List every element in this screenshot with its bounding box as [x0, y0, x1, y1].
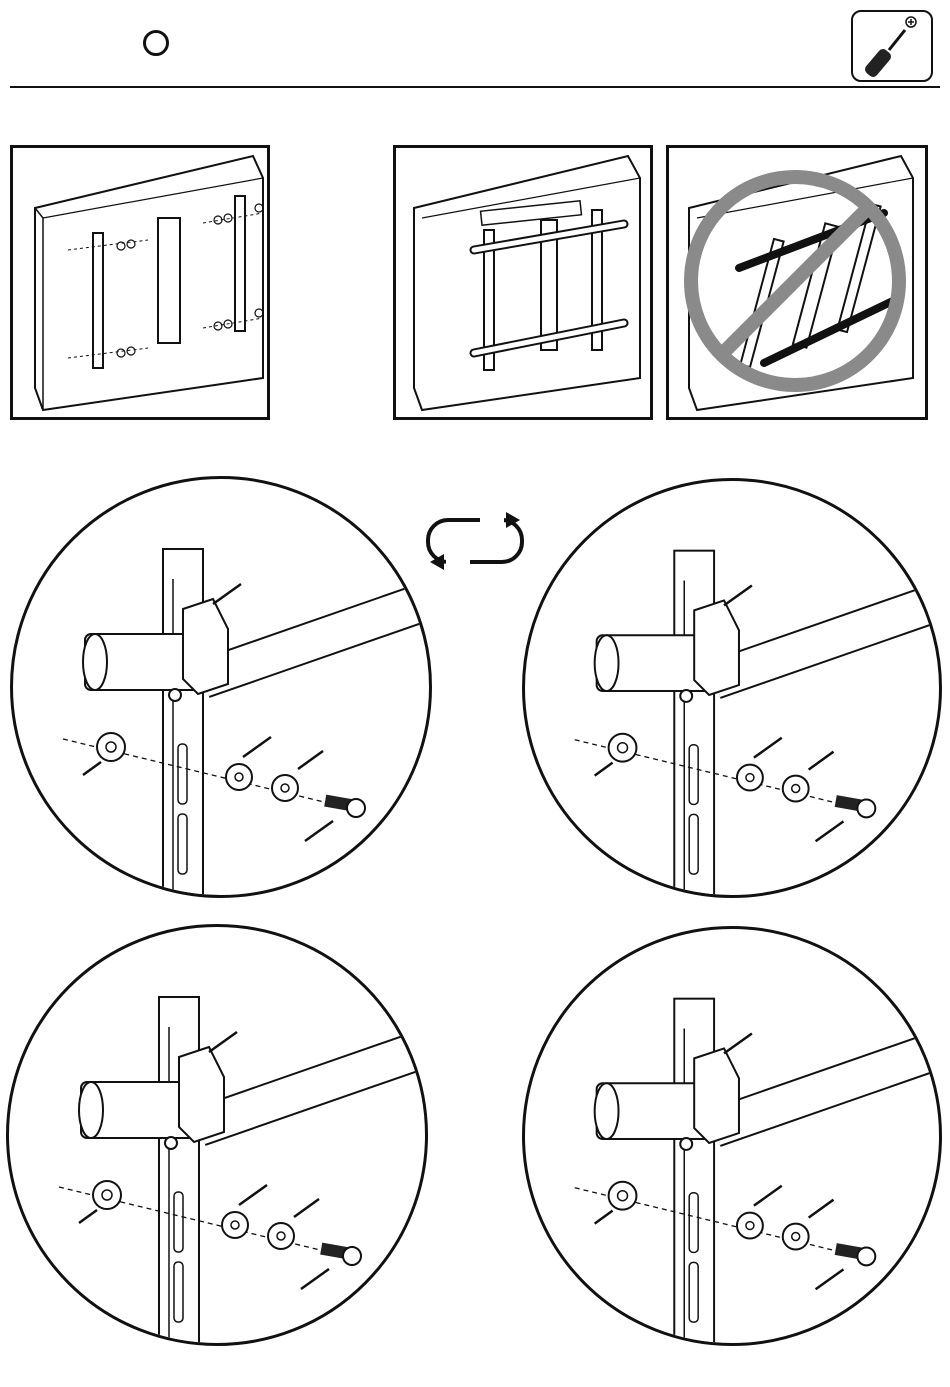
assembled-incorrect-panel [666, 145, 928, 420]
detail-top-left [10, 476, 432, 898]
detail-bottom-right [522, 926, 942, 1346]
assembled-bracket-assembly-icon [396, 148, 650, 417]
detail-top-right [522, 478, 942, 898]
bracket-hardware-stack-icon [525, 481, 939, 895]
tool-box [851, 10, 933, 82]
bracket-hardware-stack-icon [13, 479, 429, 895]
bracket-hardware-stack-icon [9, 927, 425, 1343]
assembled-correct-panel [393, 145, 653, 420]
header-rule [10, 86, 940, 88]
exploded-bracket-assembly-icon [13, 148, 267, 417]
exploded-view-panel [10, 145, 270, 420]
phillips-screwdriver-icon [853, 12, 931, 80]
detail-bottom-left [6, 924, 428, 1346]
rotate-arrows-icon [420, 510, 530, 570]
prohibited-orientation-icon [669, 148, 925, 417]
step-marker-icon [143, 30, 169, 56]
bracket-hardware-stack-icon [525, 929, 939, 1343]
